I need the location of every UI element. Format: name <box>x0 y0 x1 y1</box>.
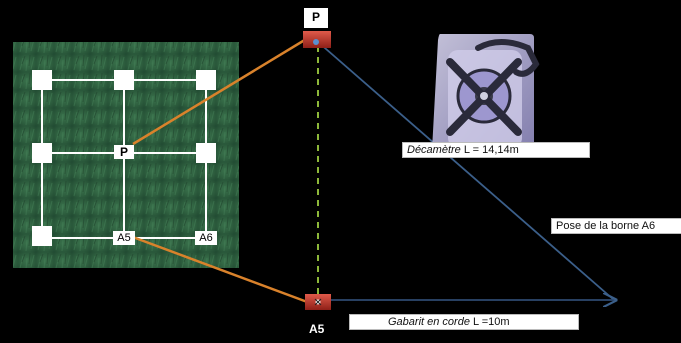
grid-marker-tl <box>32 70 52 90</box>
gabarit-label-italic: Gabarit en corde <box>388 316 470 328</box>
marker-p <box>303 31 331 48</box>
grid-marker-tm <box>114 70 134 90</box>
grid-label-p: P <box>114 145 134 159</box>
orange-line-a5 <box>129 234 311 305</box>
orange-connectors <box>129 36 311 305</box>
grid-label-a5: A5 <box>113 231 135 245</box>
grid-label-a6: A6 <box>195 231 217 245</box>
orange-line-p <box>132 36 309 146</box>
gabarit-label-value: L =10m <box>469 316 510 328</box>
grid-marker-ml <box>32 143 52 163</box>
decametre-label: Décamètre L = 14,14m <box>402 142 590 158</box>
decametre-label-italic: Décamètre <box>407 144 461 156</box>
grid-marker-tr <box>196 70 216 90</box>
tape-measure-icon <box>431 34 540 158</box>
gabarit-label: Gabarit en corde L =10m <box>349 314 579 330</box>
grid-marker-bl <box>32 226 52 246</box>
point-p-label: P <box>304 8 328 28</box>
decametre-label-value: L = 14,14m <box>460 144 519 156</box>
grid-markers <box>32 70 216 246</box>
point-a5-label: A5 <box>309 322 325 336</box>
grid-marker-mr <box>196 143 216 163</box>
hypotenuse-line <box>317 41 615 301</box>
pose-label: Pose de la borne A6 <box>551 218 681 234</box>
marker-a5 <box>305 294 331 310</box>
